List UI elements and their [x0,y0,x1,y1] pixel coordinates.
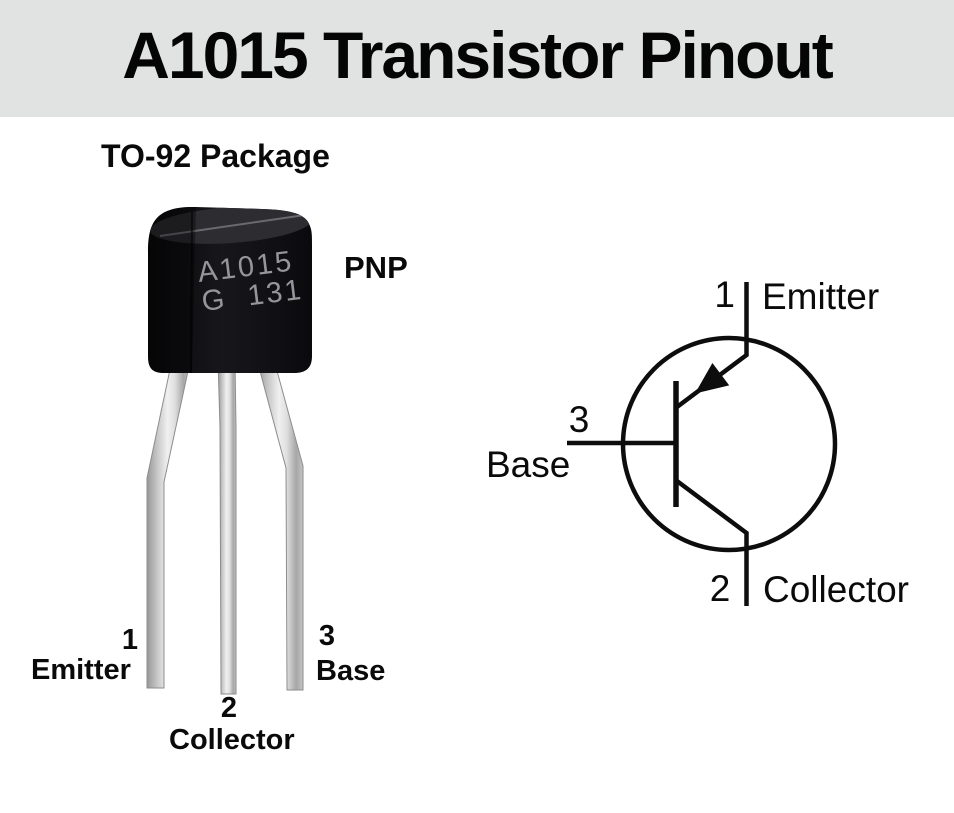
photo-pin1-number: 1 [121,624,139,656]
symbol-emitter-arrow [695,363,730,394]
schematic-collector-label: Collector [763,569,909,610]
photo-pin2-label: Collector [169,724,295,756]
polarity-label: PNP [344,250,408,285]
photo-pin2-number: 2 [220,692,238,724]
package-edge-line [190,211,193,373]
photo-pin3-number: 3 [318,620,336,652]
package-type-label: TO-92 Package [101,138,330,174]
schematic-pin3-number: 3 [568,399,590,440]
schematic-pin1-number: 1 [714,274,735,315]
schematic-emitter-label: Emitter [762,276,880,317]
header-banner: A1015 Transistor Pinout [0,0,954,117]
package-top-mold-line [159,214,306,237]
page-title: A1015 Transistor Pinout [122,18,834,92]
photo-pin3-label: Base [316,655,386,687]
symbol-collector-lead [675,479,749,606]
package-body [148,206,312,373]
schematic-pin2-number: 2 [709,568,731,609]
schematic-base-label: Base [486,444,571,485]
photo-pin1-label: Emitter [31,654,131,686]
package-left-face [148,206,196,373]
